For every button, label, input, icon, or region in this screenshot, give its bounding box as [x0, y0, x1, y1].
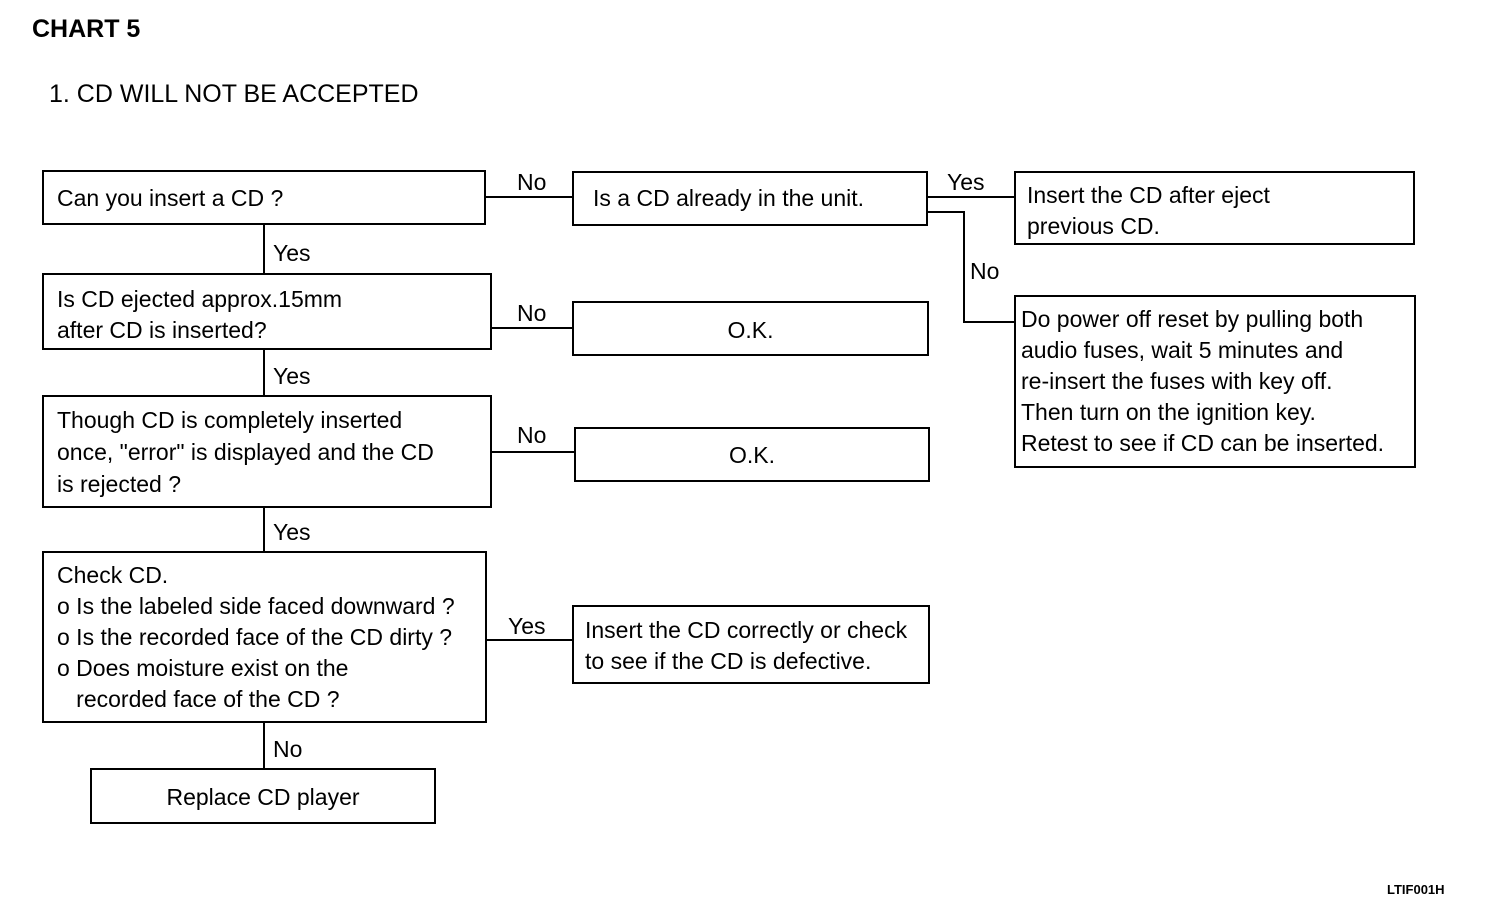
node-text: re-insert the fuses with key off. [1021, 368, 1333, 394]
node-text: o Is the recorded face of the CD dirty ? [57, 624, 453, 650]
node-text: Replace CD player [166, 784, 360, 810]
node-text: previous CD. [1027, 213, 1160, 239]
node-insert-correctly: Insert the CD correctly or check to see … [572, 605, 930, 684]
node-text: Can you insert a CD ? [57, 185, 284, 211]
node-power-reset: Do power off reset by pulling both audio… [1014, 295, 1416, 468]
node-text: after CD is inserted? [57, 317, 267, 343]
edge-label-yes: Yes [273, 240, 311, 266]
node-error-displayed: Though CD is completely inserted once, "… [42, 395, 492, 508]
node-text: is rejected ? [57, 471, 182, 497]
edge-label-no: No [517, 422, 547, 448]
edge-label-no: No [517, 300, 547, 326]
node-insert-question: Can you insert a CD ? [42, 170, 486, 225]
edge-label-no: No [517, 169, 547, 195]
figure-code: LTIF001H [1387, 882, 1445, 897]
node-replace-player: Replace CD player [90, 768, 436, 824]
edge-label-yes: Yes [273, 519, 311, 545]
node-text: O.K. [728, 442, 775, 468]
node-check-cd: Check CD. o Is the labeled side faced do… [42, 551, 487, 723]
node-text: once, "error" is displayed and the CD [57, 439, 434, 465]
edge-label-no: No [273, 736, 303, 762]
node-ok-1: O.K. [572, 301, 929, 356]
node-text: Insert the CD correctly or check [585, 617, 908, 643]
node-text: Is a CD already in the unit. [593, 185, 865, 211]
node-text: o Is the labeled side faced downward ? [57, 593, 455, 619]
edge-label-no: No [970, 258, 1000, 284]
node-text: audio fuses, wait 5 minutes and [1021, 337, 1344, 363]
edge-label-yes: Yes [273, 363, 311, 389]
node-text: O.K. [727, 317, 774, 343]
node-already-in-unit: Is a CD already in the unit. [572, 171, 928, 226]
chart-title: CHART 5 [32, 15, 141, 43]
node-ok-2: O.K. [574, 427, 930, 482]
node-text: Though CD is completely inserted [57, 407, 403, 433]
node-text: Insert the CD after eject [1027, 182, 1270, 208]
node-eject-previous: Insert the CD after eject previous CD. [1014, 171, 1415, 245]
node-ejected-15mm: Is CD ejected approx.15mm after CD is in… [42, 273, 492, 350]
node-text: recorded face of the CD ? [57, 686, 340, 712]
node-text: o Does moisture exist on the [57, 655, 349, 681]
node-text: Then turn on the ignition key. [1021, 399, 1316, 425]
edge-label-yes: Yes [508, 613, 546, 639]
node-text: Check CD. [57, 562, 169, 588]
node-text: to see if the CD is defective. [585, 648, 872, 674]
node-text: Do power off reset by pulling both [1021, 306, 1364, 332]
node-text: Is CD ejected approx.15mm [57, 286, 343, 312]
node-text: Retest to see if CD can be inserted. [1021, 430, 1385, 456]
section-title: 1. CD WILL NOT BE ACCEPTED [49, 80, 419, 108]
edge-label-yes: Yes [947, 169, 985, 195]
